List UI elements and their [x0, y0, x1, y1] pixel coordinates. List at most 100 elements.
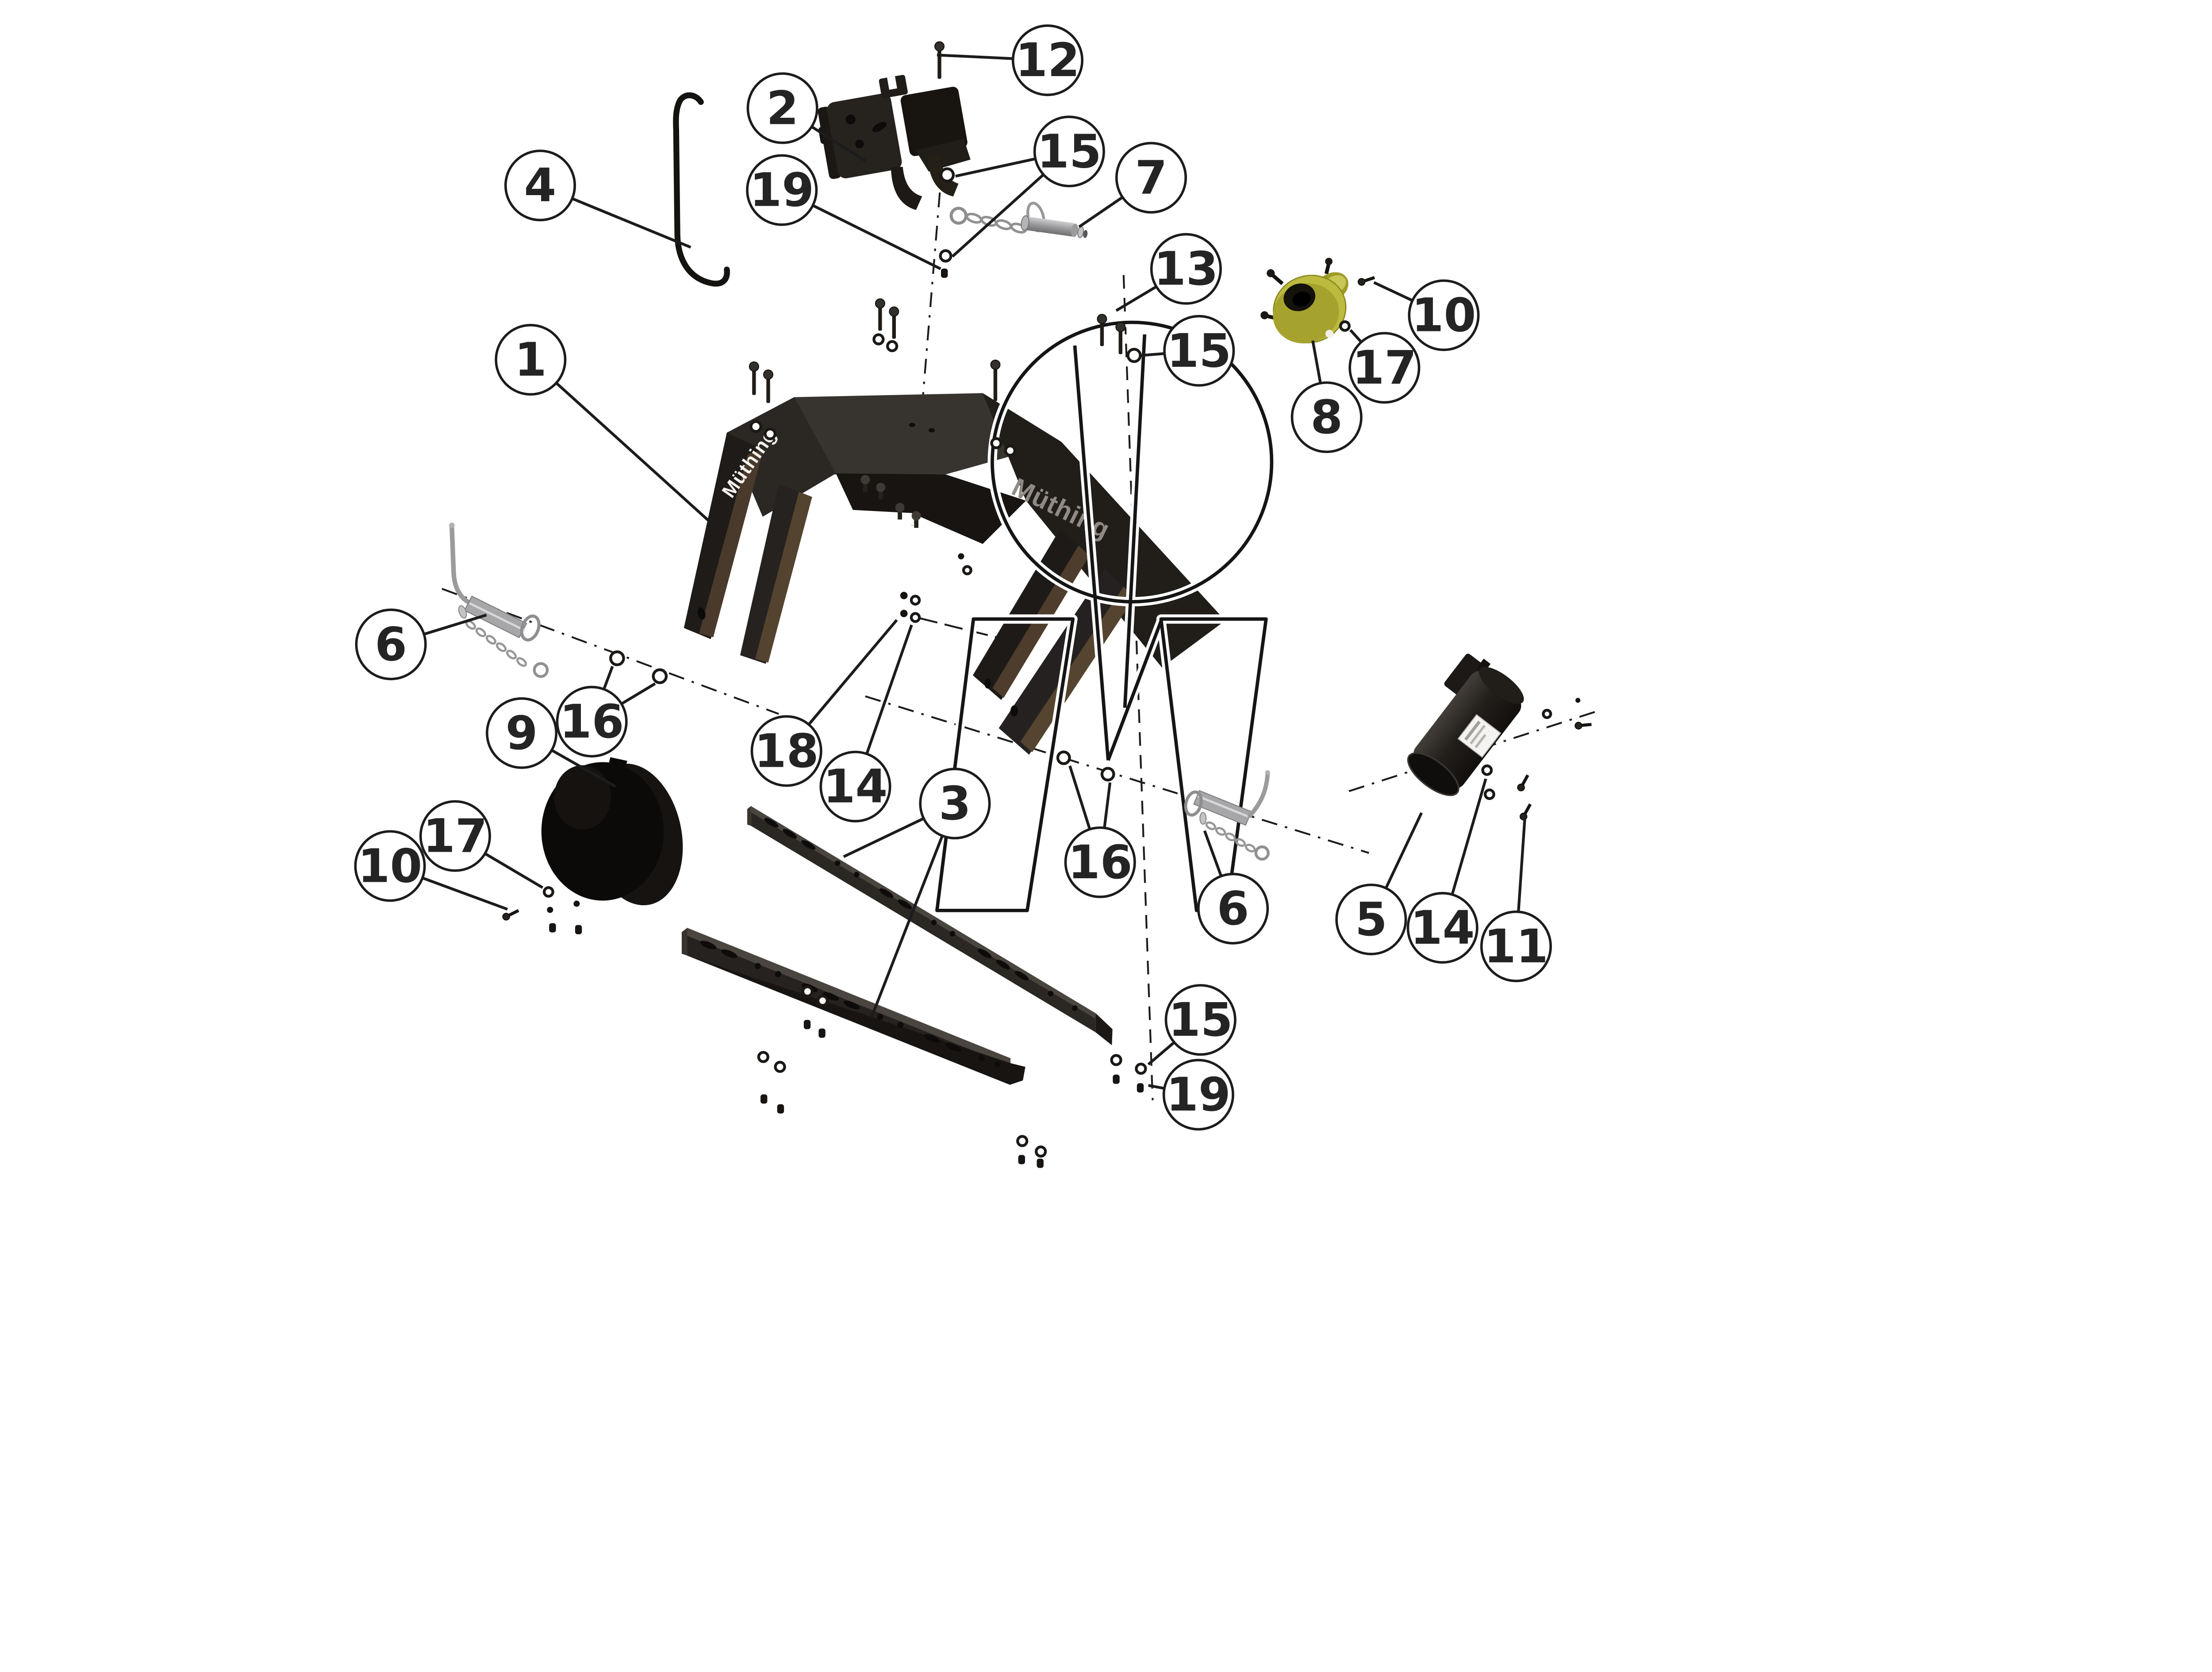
bolt: [990, 359, 1001, 401]
callout-bubble-13[interactable]: [1150, 233, 1222, 305]
lower-bar-flange: [687, 955, 1025, 1085]
callout-bubble-19[interactable]: [746, 154, 818, 226]
bracket-slot: [872, 122, 887, 132]
washer: [1542, 709, 1552, 719]
washer: [774, 1061, 786, 1073]
callout-bubble-15[interactable]: [1163, 315, 1235, 387]
washer: [1481, 764, 1493, 776]
callout-group-1: 1: [495, 324, 715, 527]
washer: [990, 437, 1002, 450]
callout-bubble-16[interactable]: [1064, 826, 1136, 898]
callout-bubble-18[interactable]: [750, 715, 822, 787]
callout-number: 5: [1355, 892, 1387, 946]
callout-number: 10: [358, 839, 422, 893]
callout-number: 18: [754, 724, 819, 778]
washer: [1100, 767, 1115, 782]
callout-bubble-11[interactable]: [1480, 910, 1552, 982]
leader-arrow: [1518, 819, 1525, 912]
callout-bubble-10[interactable]: [1408, 279, 1480, 351]
callout-bubble-9[interactable]: [486, 697, 558, 769]
leader-arrow: [865, 624, 913, 754]
frame-prong-hole: [697, 607, 706, 620]
washer: [1126, 348, 1142, 363]
callout-bubble-10[interactable]: [354, 830, 426, 902]
callout-group-14: 14: [1406, 778, 1487, 964]
callout-bubble-15[interactable]: [1164, 984, 1237, 1056]
callout-bubble-19[interactable]: [1162, 1059, 1234, 1131]
upper-bar-part: [747, 806, 1113, 1045]
washer: [1339, 320, 1351, 332]
bolt: [1097, 314, 1107, 346]
leader-arrow: [955, 157, 1036, 176]
frame-prong-hole: [1010, 705, 1018, 717]
leader-arrow: [572, 197, 691, 249]
callout-bubble-17[interactable]: [1348, 332, 1421, 404]
leader-arrow: [1451, 778, 1487, 895]
callout-number: 19: [749, 163, 814, 217]
axis-right-pin: [865, 695, 1370, 854]
callout-bubble-14[interactable]: [1406, 892, 1479, 964]
callout-number: 19: [1166, 1068, 1231, 1122]
washer: [910, 612, 921, 623]
callout-number: 15: [1037, 124, 1102, 178]
washer: [1016, 1135, 1029, 1147]
callout-group-19: 19: [1148, 1059, 1234, 1131]
callout-bubble-4[interactable]: [504, 150, 576, 222]
linch-pin-right: [1184, 770, 1270, 861]
callout-group-13: 13: [1115, 233, 1222, 312]
callout-bubble-17[interactable]: [419, 800, 491, 872]
callout-group-10: 10: [354, 830, 508, 911]
callout-group-15: 15: [951, 115, 1105, 258]
leader-arrow: [484, 852, 544, 889]
washer: [1034, 1145, 1047, 1158]
leader-arrow: [1115, 285, 1157, 312]
upper-bar-end-flange: [1095, 1013, 1113, 1045]
callout-bubble-1[interactable]: [495, 324, 567, 396]
callout-group-15: 15: [1141, 315, 1235, 387]
leader-arrow: [843, 817, 925, 858]
washer: [872, 333, 885, 346]
bracket-hole: [845, 114, 856, 125]
callout-bubble-16[interactable]: [556, 686, 628, 758]
callout-number: 6: [1217, 882, 1249, 936]
callout-group-16: 16: [556, 665, 656, 758]
washer: [1004, 444, 1017, 457]
callout-bubble-12[interactable]: [1011, 24, 1084, 96]
frame-top-hole: [909, 423, 916, 427]
callout-bubble-8[interactable]: [1290, 381, 1363, 454]
callout-group-7: 7: [1078, 142, 1187, 228]
callout-number: 3: [939, 776, 971, 830]
callout-group-8: 8: [1290, 340, 1363, 454]
callout-group-16: 16: [1064, 765, 1136, 898]
callout-number: 14: [823, 760, 888, 814]
callout-number: 1: [515, 333, 547, 387]
upper-bar-slots: [764, 818, 1078, 1011]
callout-number: 16: [1068, 835, 1133, 889]
callout-bubble-15[interactable]: [1033, 115, 1105, 188]
nut: [1037, 1158, 1044, 1168]
callout-bubble-5[interactable]: [1335, 884, 1407, 956]
callout-bubble-3[interactable]: [919, 768, 991, 840]
callout-group-17: 17: [1348, 329, 1421, 404]
washer: [939, 167, 955, 183]
callout-group-19: 19: [746, 154, 941, 270]
callout-bubble-14[interactable]: [819, 750, 891, 823]
frame-prong-hole: [984, 678, 991, 689]
callout-bubble-6[interactable]: [355, 608, 427, 680]
washer: [910, 595, 921, 606]
screw-head: [900, 592, 908, 600]
bolt: [875, 298, 885, 331]
screw: [1357, 276, 1375, 286]
callout-bubble-6[interactable]: [1197, 873, 1269, 945]
callout-bubble-7[interactable]: [1115, 142, 1187, 214]
callout-number: 17: [423, 809, 488, 863]
washer: [542, 886, 554, 898]
leader-arrow: [1104, 782, 1110, 828]
callout-group-11: 11: [1480, 819, 1552, 982]
callout-group-4: 4: [504, 150, 691, 249]
bracket-hook: [891, 166, 922, 210]
nut: [1018, 1155, 1025, 1165]
callout-bubble-2[interactable]: [746, 72, 818, 144]
flange-hole: [1325, 330, 1334, 338]
